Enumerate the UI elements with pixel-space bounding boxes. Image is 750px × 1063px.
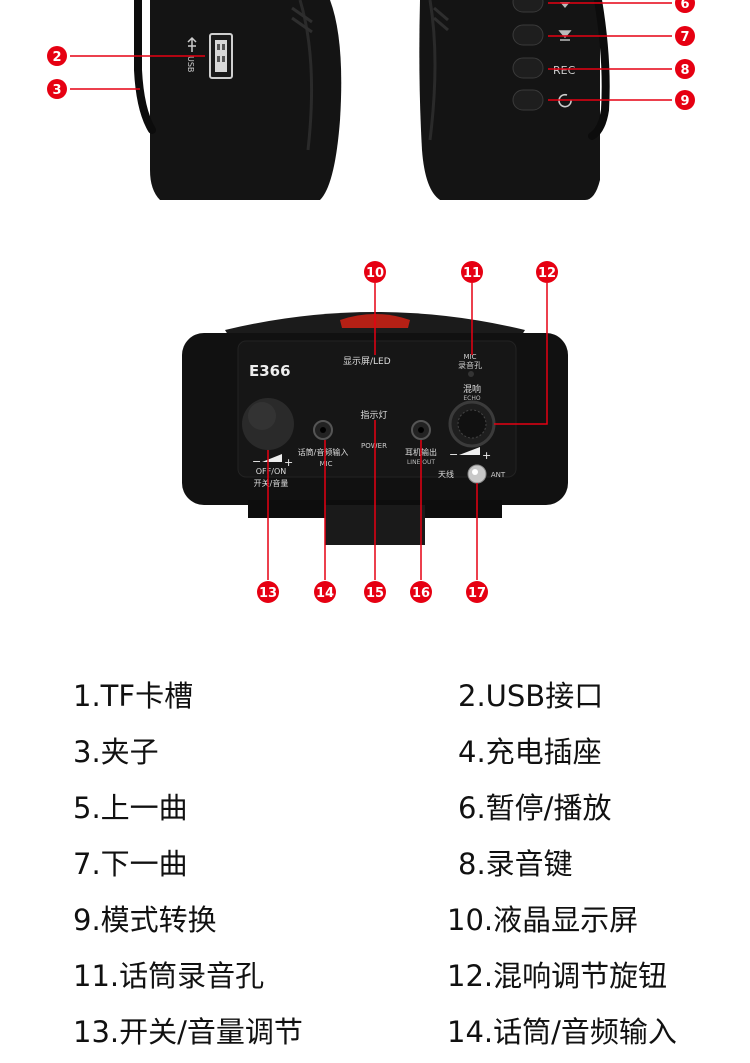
callout-13 xyxy=(257,581,279,603)
legend-item-1: 1.TF卡槽 xyxy=(73,679,194,713)
mic-input-label: 话筒/音频输入 xyxy=(298,447,349,457)
svg-text:11: 11 xyxy=(463,266,481,281)
side-views: USB REC 2 3 6 xyxy=(47,0,695,200)
svg-text:9: 9 xyxy=(680,94,689,109)
mic-label: MIC xyxy=(320,460,333,468)
legend-item-6: 6.暂停/播放 xyxy=(458,791,612,825)
side-buttons xyxy=(512,0,544,111)
legend-item-4: 4.充电插座 xyxy=(458,735,602,769)
right-side-body: REC xyxy=(419,0,610,200)
echo-cn-label: 混响 xyxy=(463,383,481,395)
callout-3 xyxy=(47,79,67,99)
svg-text:16: 16 xyxy=(412,586,430,601)
echo-minus-icon: − xyxy=(449,448,458,461)
front-view: E366 显示屏/LED MIC 录音孔 混响 ECHO 指示灯 POWER 话… xyxy=(182,261,568,603)
volume-minus-icon: − xyxy=(252,455,261,468)
rec-label: REC xyxy=(553,64,576,77)
indicator-label: 指示灯 xyxy=(360,409,387,421)
model-label: E366 xyxy=(249,362,291,380)
legend-item-11: 11.话筒录音孔 xyxy=(73,959,265,993)
svg-text:14: 14 xyxy=(316,586,334,601)
svg-text:3: 3 xyxy=(52,83,61,98)
svg-text:13: 13 xyxy=(259,586,277,601)
svg-text:15: 15 xyxy=(366,586,384,601)
callout-2 xyxy=(47,46,67,66)
volume-plus-icon: + xyxy=(284,456,293,469)
legend-item-8: 8.录音键 xyxy=(458,847,573,881)
callout-7 xyxy=(675,26,695,46)
offon-label: OFF/ON xyxy=(256,467,286,476)
usb-icon xyxy=(187,36,197,52)
svg-text:12: 12 xyxy=(538,266,556,281)
legend-item-14: 14.话筒/音频输入 xyxy=(447,1015,677,1049)
callout-14 xyxy=(314,581,336,603)
callout-16 xyxy=(410,581,432,603)
svg-text:17: 17 xyxy=(468,586,486,601)
echo-en-label: ECHO xyxy=(463,395,480,402)
legend-item-10: 10.液晶显示屏 xyxy=(447,903,639,937)
power-label: POWER xyxy=(361,442,387,450)
legend-item-3: 3.夹子 xyxy=(73,735,159,769)
usb-label: USB xyxy=(186,56,195,72)
switch-volume-label: 开关/音量 xyxy=(254,478,289,488)
volume-ramp-icon xyxy=(262,454,282,462)
callout-17 xyxy=(466,581,488,603)
mode-icon xyxy=(558,93,572,108)
legend-item-7: 7.下一曲 xyxy=(73,847,188,881)
svg-text:10: 10 xyxy=(366,266,384,281)
legend-item-12: 12.混响调节旋钮 xyxy=(447,959,668,993)
echo-ramp-icon xyxy=(459,447,480,455)
left-side-body xyxy=(134,0,342,200)
callout-6 xyxy=(675,0,695,13)
callout-10 xyxy=(364,261,386,283)
legend-item-9: 9.模式转换 xyxy=(73,903,217,937)
ant-label: ANT xyxy=(491,471,506,479)
callout-11 xyxy=(461,261,483,283)
svg-text:6: 6 xyxy=(680,0,689,12)
parts-legend: 1.TF卡槽 2.USB接口 3.夹子 4.充电插座 5.上一曲 6.暂停/播放… xyxy=(0,670,750,1063)
legend-item-2: 2.USB接口 xyxy=(458,679,604,713)
callout-15 xyxy=(364,581,386,603)
svg-text:2: 2 xyxy=(52,50,61,65)
callout-9 xyxy=(675,90,695,110)
mic-hole-label: 录音孔 xyxy=(458,360,482,370)
callout-8 xyxy=(675,59,695,79)
svg-text:8: 8 xyxy=(680,63,689,78)
mic-top-label: MIC xyxy=(464,353,477,361)
antenna-label: 天线 xyxy=(438,469,454,479)
svg-text:7: 7 xyxy=(680,30,689,45)
legend-item-5: 5.上一曲 xyxy=(73,791,188,825)
display-label: 显示屏/LED xyxy=(343,356,391,367)
mic-hole xyxy=(468,371,474,377)
callout-12 xyxy=(536,261,558,283)
legend-item-13: 13.开关/音量调节 xyxy=(73,1015,303,1049)
echo-plus-icon: + xyxy=(482,449,491,462)
